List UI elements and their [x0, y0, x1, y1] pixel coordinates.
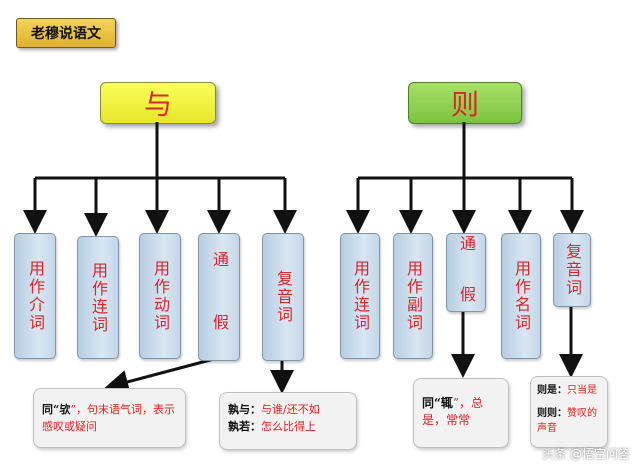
yu-compound-note: 孰与：与谁/还不如 孰若：怎么比得上 — [219, 392, 357, 450]
ze-loan-prefix: 同“ — [422, 396, 441, 410]
yu-item-compound: 复音词 — [262, 233, 304, 361]
ze-compound-note: 则是：只当是 则则：赞叹的声音 — [530, 376, 608, 448]
yu-compound-term2: 孰若： — [228, 420, 261, 433]
author-tag: 老穆说语文 — [16, 18, 116, 48]
ze-compound-def1: 只当是 — [567, 385, 597, 396]
heading-yu: 与 — [100, 82, 216, 124]
yu-compound-def2: 怎么比得上 — [261, 420, 316, 433]
ze-compound-def2: 赞叹的声音 — [537, 408, 597, 434]
ze-loan-note: 同“辄”，总是，常常 — [413, 378, 509, 448]
yu-item-preposition: 用作介词 — [14, 233, 56, 359]
yu-item-verb: 用作动词 — [139, 233, 181, 359]
ze-item-compound: 复音词 — [553, 233, 591, 307]
yu-item-conjunction: 用作连词 — [77, 236, 119, 359]
ze-compound-term1: 则是： — [537, 385, 567, 396]
yu-compound-term1: 孰与： — [228, 403, 261, 416]
yu-loan-word: 欤 — [59, 403, 71, 416]
ze-compound-term2: 则则： — [537, 408, 567, 419]
ze-loan-desc: ”，总是，常常 — [422, 396, 484, 427]
ze-item-adverb: 用作副词 — [393, 233, 433, 359]
yu-item-loan: 通 假 — [198, 233, 240, 361]
watermark: 头条 @悟空问答 — [542, 447, 630, 461]
yu-loan-note: 同“欤”，句末语气词，表示感叹或疑问 — [33, 388, 186, 448]
ze-loan-word: 辄 — [440, 396, 453, 410]
yu-loan-prefix: 同“ — [42, 403, 60, 416]
heading-ze: 则 — [408, 82, 522, 124]
yu-loan-desc: ”，句末语气词，表示感叹或疑问 — [42, 403, 175, 433]
ze-item-noun: 用作名词 — [501, 233, 541, 359]
ze-item-conjunction: 用作连词 — [340, 233, 380, 359]
yu-compound-def1: 与谁/还不如 — [261, 403, 320, 416]
ze-item-loan: 通 假 — [446, 233, 486, 312]
